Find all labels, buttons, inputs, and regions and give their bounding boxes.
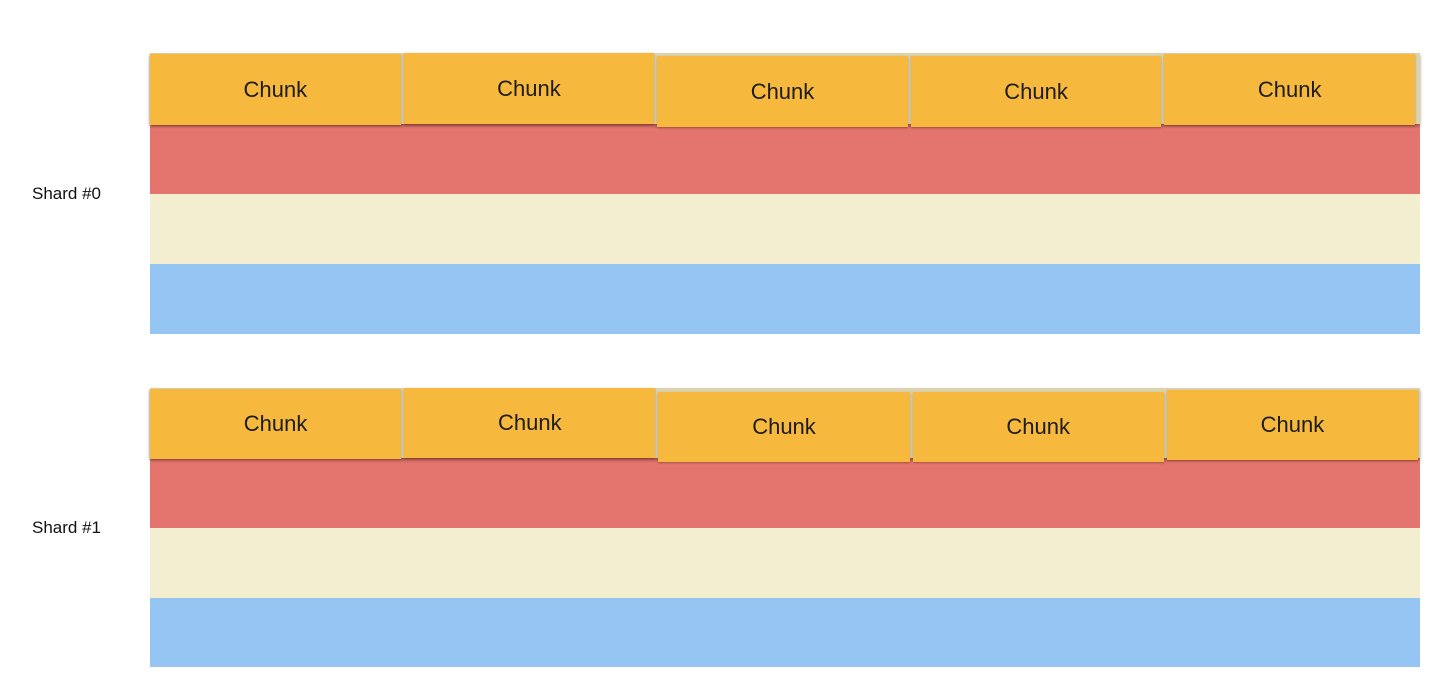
red-segment-bar: [150, 458, 1420, 528]
cream-segment-bar: [150, 528, 1420, 598]
shard-1-block: Shard #1 Chunk Chunk Chunk Chunk Chunk: [32, 388, 1420, 668]
shard-1-chunk-row: Chunk Chunk Chunk Chunk Chunk: [150, 388, 1420, 462]
blue-segment-bar: [150, 264, 1420, 334]
chunk-box: Chunk: [404, 388, 656, 458]
red-segment-bar: [150, 124, 1420, 194]
chunk-box: Chunk: [657, 56, 908, 127]
chunk-box: Chunk: [150, 54, 401, 125]
chunk-box: Chunk: [1166, 390, 1419, 460]
shard-1-label: Shard #1: [32, 518, 101, 537]
chunk-box: Chunk: [150, 389, 402, 459]
chunk-box: Chunk: [910, 56, 1162, 127]
blue-segment-bar: [150, 598, 1420, 667]
shard-0-block: Shard #0 Chunk Chunk Chunk Chunk Chunk: [32, 53, 1420, 334]
chunk-box: Chunk: [658, 392, 910, 462]
shard-0-label: Shard #0: [32, 183, 101, 203]
chunk-box: Chunk: [403, 53, 655, 124]
chunk-box: Chunk: [912, 392, 1164, 462]
chunk-box: Chunk: [1164, 54, 1415, 125]
shard-0-chunk-row: Chunk Chunk Chunk Chunk Chunk: [150, 53, 1420, 127]
cream-segment-bar: [150, 194, 1420, 264]
